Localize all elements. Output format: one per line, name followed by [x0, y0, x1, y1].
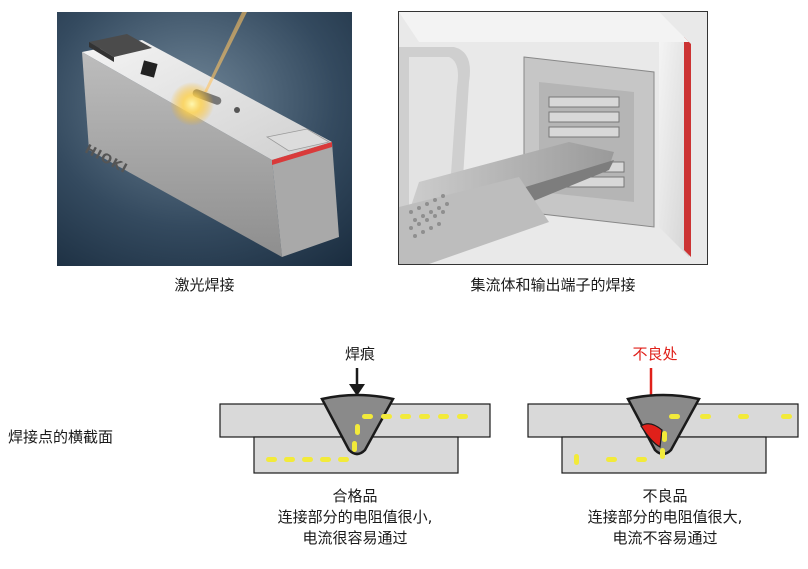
good-result-text: 合格品 连接部分的电阻值很小, 电流很容易通过 [240, 486, 470, 549]
bad-weld-section [527, 368, 799, 474]
defect-label: 不良处 [632, 345, 678, 363]
bad-line2: 电流不容易通过 [612, 529, 718, 547]
collector-terminal-photo [398, 11, 708, 265]
laser-welding-photo: HIOKI [57, 12, 352, 266]
cross-section-label: 焊接点的横截面 [8, 428, 114, 446]
good-title: 合格品 [332, 487, 378, 505]
weld-arrowhead [349, 384, 365, 396]
bad-title: 不良品 [642, 487, 688, 505]
weld-mark-label: 焊痕 [344, 345, 375, 363]
defect-region [640, 423, 663, 448]
laser-welding-caption: 激光焊接 [174, 276, 235, 294]
good-line2: 电流很容易通过 [302, 529, 408, 547]
collector-terminal-caption: 集流体和输出端子的焊接 [470, 276, 636, 294]
bad-line1: 连接部分的电阻值很大, [587, 508, 743, 526]
cross-section-diagram [219, 368, 799, 474]
current-path [574, 414, 792, 465]
weld-nugget [626, 393, 701, 456]
good-weld-section [219, 368, 491, 474]
current-path [266, 414, 468, 462]
bad-result-text: 不良品 连接部分的电阻值很大, 电流不容易通过 [545, 486, 785, 549]
good-line1: 连接部分的电阻值很小, [277, 508, 433, 526]
